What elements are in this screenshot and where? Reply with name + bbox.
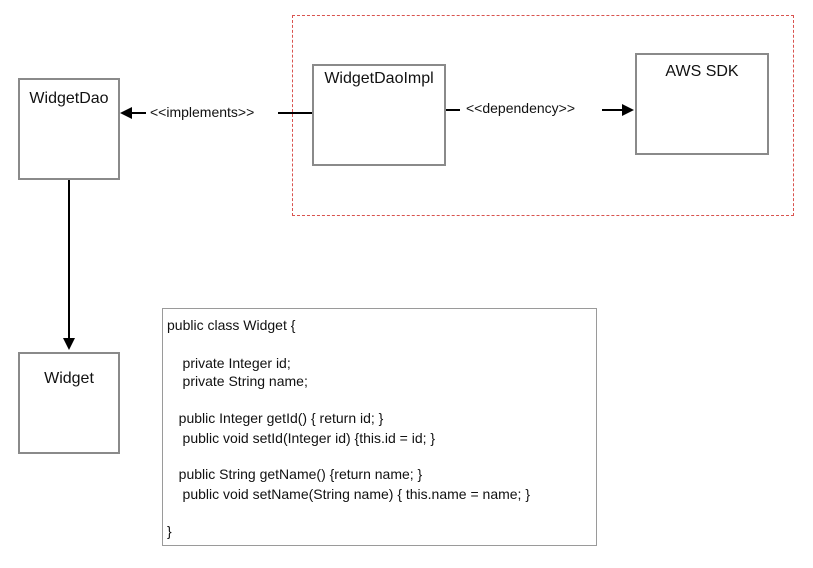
- widgetdaoimpl-label: WidgetDaoImpl: [324, 70, 434, 87]
- widget-label: Widget: [44, 370, 94, 387]
- impl-package-boundary: [292, 15, 794, 216]
- code-line-setid: public void setId(Integer id) {this.id =…: [167, 430, 436, 446]
- dependency-arrowhead: [622, 104, 634, 116]
- implements-label: <<implements>>: [150, 104, 255, 120]
- code-line-setname: public void setName(String name) { this.…: [167, 486, 531, 502]
- widget-class-code-box: public class Widget { private Integer id…: [162, 308, 597, 546]
- code-line-getid: public Integer getId() { return id; }: [167, 410, 384, 426]
- code-line-close-brace: }: [167, 523, 172, 539]
- code-line-field-name: private String name;: [167, 373, 308, 389]
- aws-sdk-label: AWS SDK: [665, 63, 739, 80]
- code-line-class-decl: public class Widget {: [167, 317, 296, 333]
- widgetdao-node[interactable]: WidgetDao: [18, 78, 120, 180]
- widgetdao-label: WidgetDao: [29, 90, 109, 107]
- widget-node[interactable]: Widget: [18, 352, 120, 454]
- code-line-field-id: private Integer id;: [167, 355, 291, 371]
- code-line-getname: public String getName() {return name; }: [167, 466, 423, 482]
- aws-sdk-node[interactable]: AWS SDK: [635, 53, 769, 155]
- implements-arrowhead: [120, 107, 132, 119]
- dependency-label: <<dependency>>: [466, 100, 575, 116]
- dao-to-widget-arrowhead: [63, 338, 75, 350]
- widgetdaoimpl-node[interactable]: WidgetDaoImpl: [312, 64, 446, 166]
